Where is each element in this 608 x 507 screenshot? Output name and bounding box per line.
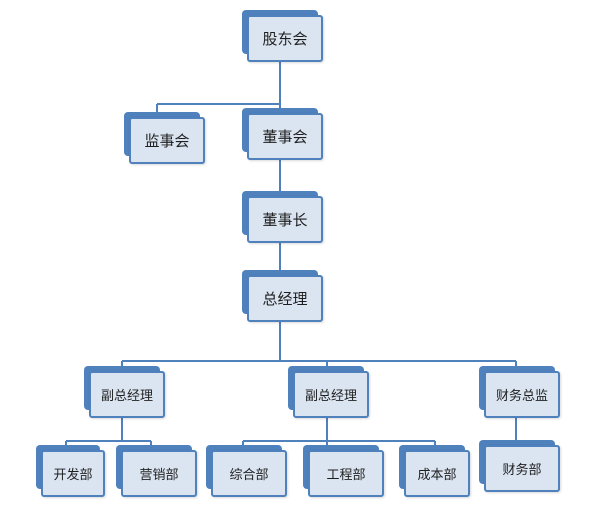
- node-label: 营销部: [139, 468, 179, 483]
- node-label: 副总经理: [304, 389, 357, 404]
- node-label: 监事会: [144, 132, 190, 150]
- node-label: 副总经理: [100, 389, 153, 404]
- node-label: 股东会: [262, 30, 308, 48]
- node-label: 总经理: [262, 290, 308, 308]
- node-label: 开发部: [53, 468, 93, 483]
- node-label: 综合部: [229, 468, 269, 483]
- node-label: 董事会: [262, 128, 308, 146]
- node-label: 董事长: [262, 211, 308, 229]
- node-label: 成本部: [417, 468, 457, 483]
- node-label: 财务部: [502, 463, 542, 478]
- node-label: 财务总监: [495, 389, 548, 404]
- node-label: 工程部: [326, 468, 366, 483]
